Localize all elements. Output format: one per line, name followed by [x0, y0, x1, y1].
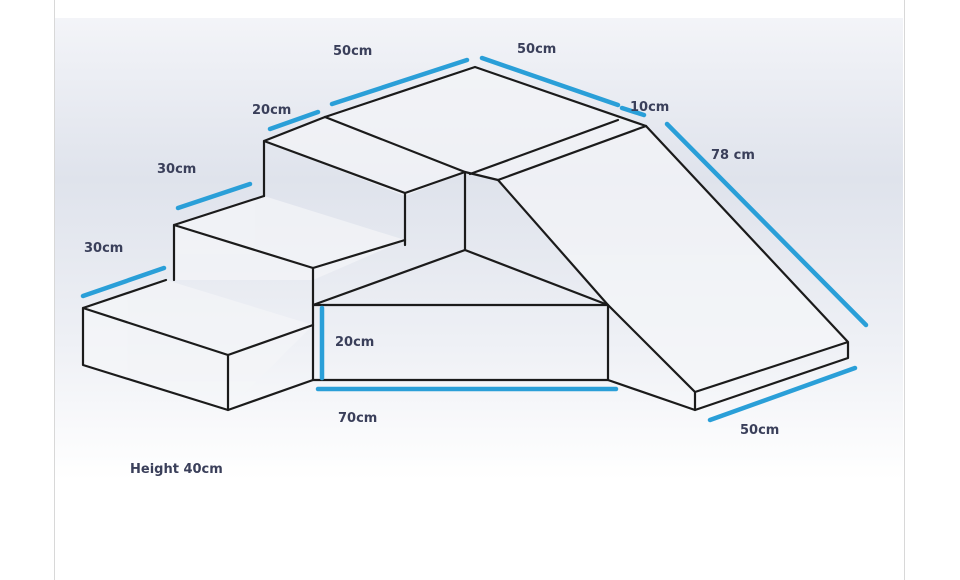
- dim-line-top-right: [479, 55, 621, 108]
- structure-outline: [81, 65, 850, 412]
- dim-line-slide-length: [664, 121, 869, 328]
- label-step-low: 30cm: [84, 241, 123, 256]
- label-top-left: 50cm: [333, 44, 372, 59]
- label-slide-length: 78 cm: [711, 148, 755, 163]
- tunnel-edges: [311, 248, 610, 382]
- platform-seam: [468, 118, 620, 176]
- faces: [83, 67, 848, 410]
- dim-line-step-top: [267, 109, 321, 132]
- step-low-edges: [81, 278, 315, 412]
- label-slide-width: 50cm: [740, 423, 779, 438]
- dimension-labels: 50cm 50cm 10cm 78 cm 20cm 30cm 30cm 20cm…: [84, 42, 779, 477]
- step-top-edges: [262, 115, 467, 247]
- dim-line-gap: [619, 105, 647, 118]
- platform-edges: [323, 65, 648, 252]
- dim-line-top-left: [329, 57, 470, 107]
- label-top-right: 50cm: [517, 42, 556, 57]
- dimension-lines: [80, 55, 869, 423]
- dim-line-slide-width: [707, 365, 858, 423]
- label-step-mid: 30cm: [157, 162, 196, 177]
- step-mid-edges: [172, 194, 407, 307]
- slide-edges: [496, 124, 850, 412]
- dim-line-step-low: [80, 265, 167, 299]
- label-step-top: 20cm: [252, 103, 291, 118]
- label-tunnel-width: 70cm: [338, 411, 377, 426]
- label-platform-gap: 10cm: [630, 100, 669, 115]
- dim-line-step-mid: [175, 181, 253, 211]
- label-height-note: Height 40cm: [130, 462, 223, 477]
- label-tunnel-height: 20cm: [335, 335, 374, 350]
